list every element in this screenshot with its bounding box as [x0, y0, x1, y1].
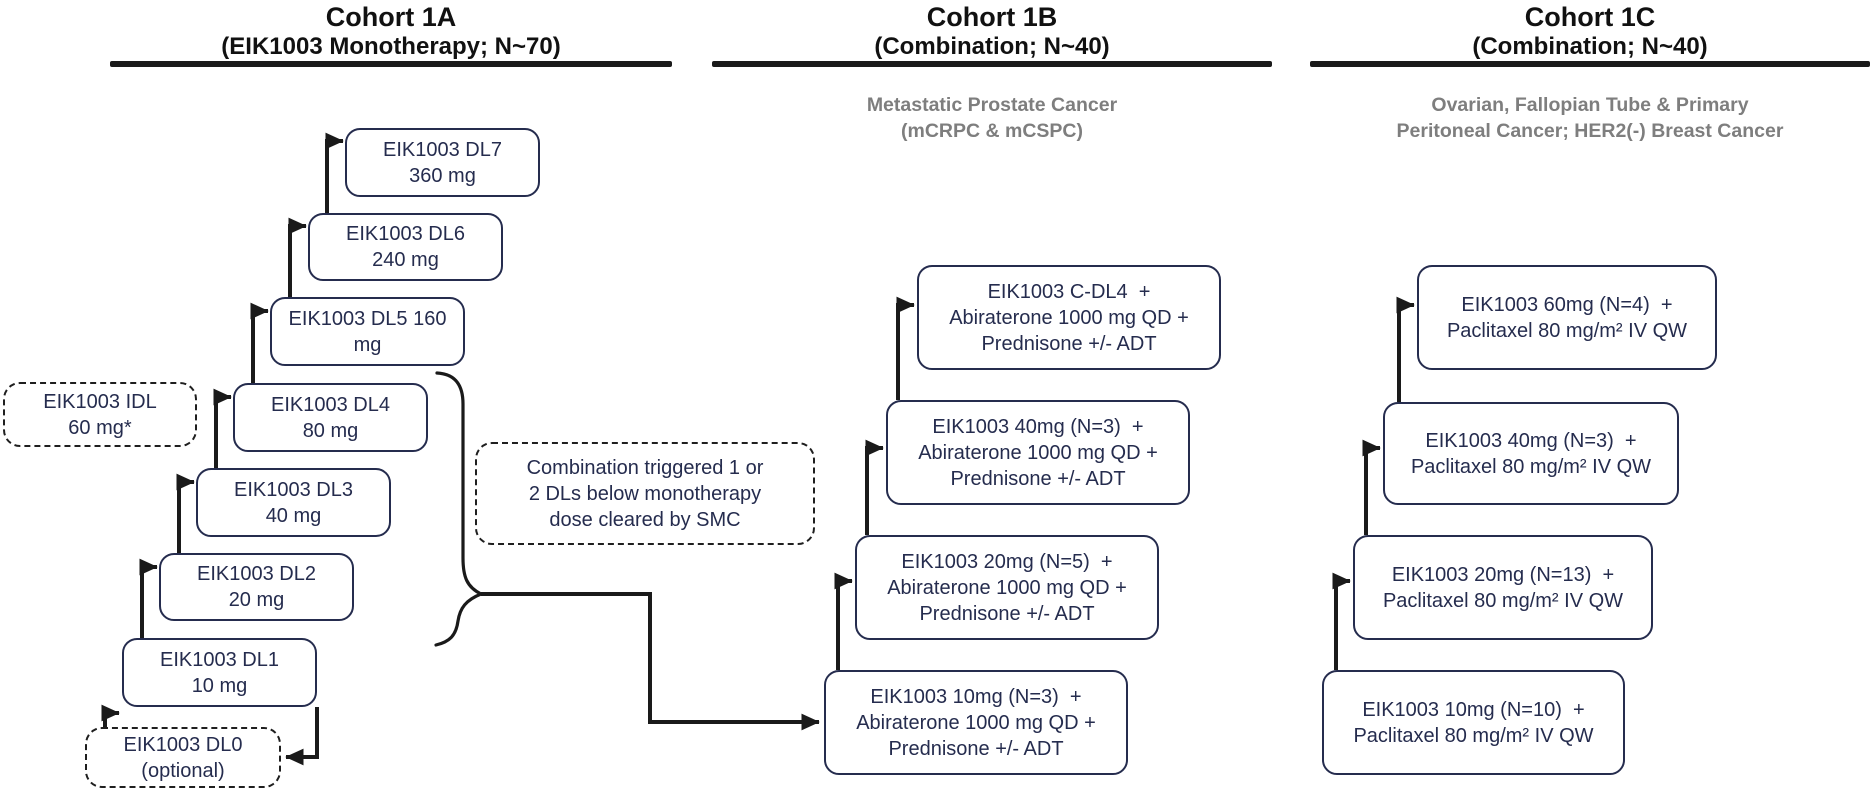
cohort-1a-subtitle: (EIK1003 Monotherapy; N~70)	[221, 33, 561, 60]
box-1c-10mg: EIK1003 10mg (N=10) + Paclitaxel 80 mg/m…	[1322, 670, 1625, 775]
cohort-1c-subtitle: (Combination; N~40)	[1472, 33, 1708, 60]
cohort-1b-indication: Metastatic Prostate Cancer (mCRPC & mCSP…	[866, 94, 1118, 142]
box-1a-dl2: EIK1003 DL2 20 mg	[159, 553, 354, 621]
arrow-dl4-to-dl5	[250, 302, 269, 383]
box-1b-40mg: EIK1003 40mg (N=3) + Abiraterone 1000 mg…	[886, 400, 1190, 505]
box-1b-20mg: EIK1003 20mg (N=5) + Abiraterone 1000 mg…	[855, 535, 1159, 640]
cohort-1a-title: Cohort 1A	[325, 2, 457, 32]
cohort-1c-header: Cohort 1C (Combination; N~40)	[1290, 2, 1874, 61]
arrow-1c-10-to-20	[1332, 572, 1351, 670]
arrow-dl1-to-dl2	[139, 558, 158, 638]
box-1b-10mg: EIK1003 10mg (N=3) + Abiraterone 1000 mg…	[824, 670, 1128, 775]
box-1b-cdl4: EIK1003 C-DL4 + Abiraterone 1000 mg QD +…	[917, 265, 1221, 370]
cohort-1b-title: Cohort 1B	[926, 2, 1058, 32]
arrow-brace-to-1b-entry	[481, 592, 820, 731]
box-1a-dl3: EIK1003 DL3 40 mg	[196, 468, 391, 537]
box-1a-dl5: EIK1003 DL5 160 mg	[270, 297, 465, 366]
box-1a-dl4: EIK1003 DL4 80 mg	[233, 383, 428, 452]
cohort-1b-underline	[712, 61, 1272, 67]
box-1c-60mg: EIK1003 60mg (N=4) + Paclitaxel 80 mg/m²…	[1417, 265, 1717, 370]
box-1a-dl0-optional: EIK1003 DL0 (optional)	[85, 727, 281, 788]
arrow-1b-10-to-20	[834, 572, 853, 670]
box-1a-dl1: EIK1003 DL1 10 mg	[122, 638, 317, 707]
arrow-dl6-to-dl7	[325, 132, 344, 213]
box-1a-dl7: EIK1003 DL7 360 mg	[345, 128, 540, 197]
cohort-1a-header: Cohort 1A (EIK1003 Monotherapy; N~70)	[91, 2, 691, 61]
cohort-1b-header: Cohort 1B (Combination; N~40)	[692, 2, 1292, 61]
arrow-1c-20-to-40	[1362, 439, 1381, 535]
arrow-dl3-to-dl4	[213, 388, 232, 468]
arrow-dl1-to-dl0-optional	[285, 707, 319, 766]
arrow-dl0-to-dl1	[101, 704, 120, 727]
note-combination-trigger: Combination triggered 1 or 2 DLs below m…	[475, 442, 815, 545]
box-1c-20mg: EIK1003 20mg (N=13) + Paclitaxel 80 mg/m…	[1353, 535, 1653, 640]
cohort-1c-underline	[1310, 61, 1870, 67]
cohort-1c-indication: Ovarian, Fallopian Tube & Primary Perito…	[1396, 94, 1784, 142]
box-1c-40mg: EIK1003 40mg (N=3) + Paclitaxel 80 mg/m²…	[1383, 402, 1679, 505]
arrow-1c-40-to-60	[1396, 296, 1415, 402]
box-1a-dl6: EIK1003 DL6 240 mg	[308, 213, 503, 281]
box-1a-idl: EIK1003 IDL 60 mg*	[3, 382, 197, 447]
cohort-1c-title: Cohort 1C	[1524, 2, 1656, 32]
arrow-1b-20-to-40	[865, 439, 884, 535]
arrow-dl5-to-dl6	[288, 217, 307, 297]
arrow-1b-40-to-cdl4	[896, 296, 915, 400]
cohort-1b-subtitle: (Combination; N~40)	[874, 33, 1110, 60]
cohort-1a-underline	[110, 61, 672, 67]
arrow-dl2-to-dl3	[176, 473, 195, 553]
